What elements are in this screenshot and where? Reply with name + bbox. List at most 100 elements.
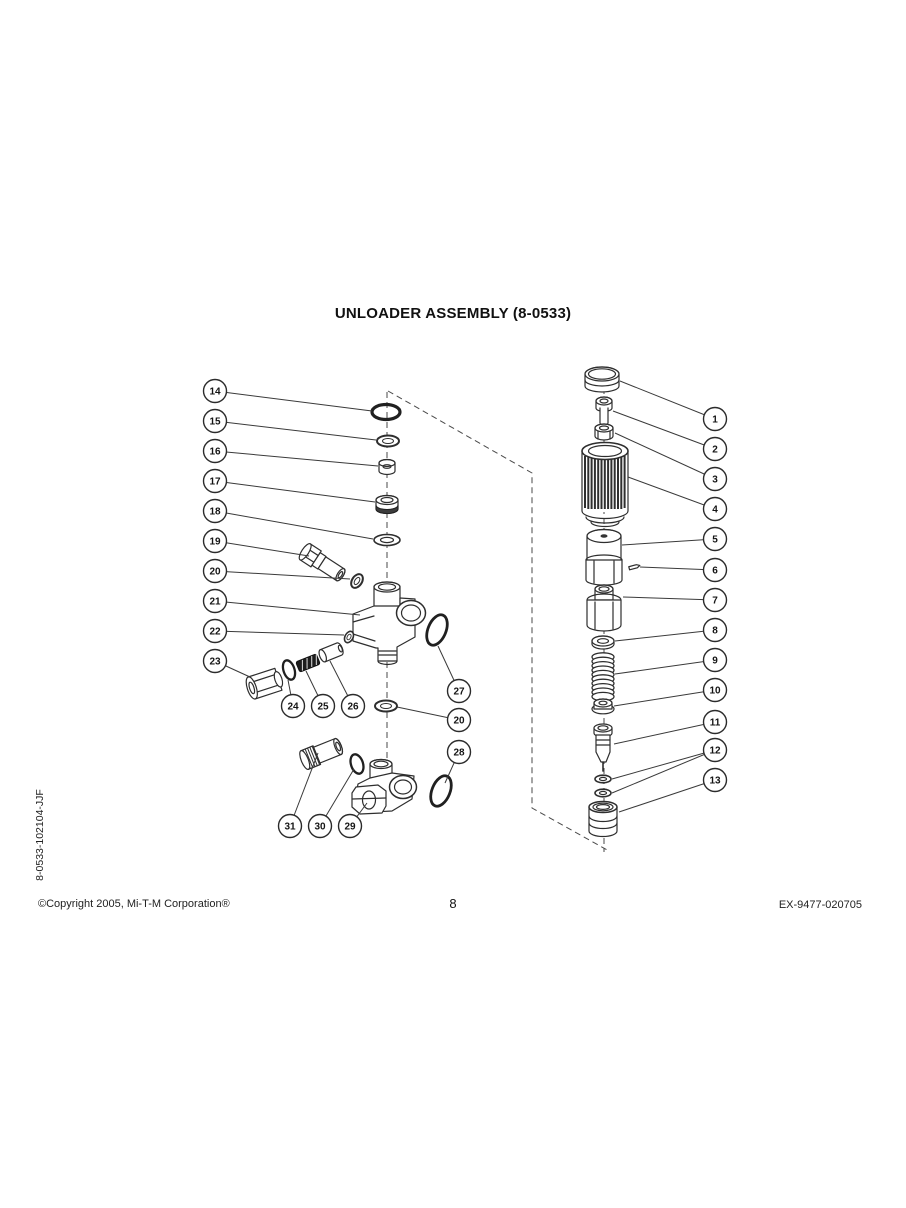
callout-circle-23 — [202, 648, 228, 674]
part-27-oring-large — [425, 613, 449, 647]
part-21-manifold — [352, 581, 427, 666]
callout-number-6: 6 — [712, 566, 718, 577]
part-31-fitting — [299, 737, 344, 770]
part-4-knurled-knob — [581, 441, 629, 528]
callout-number-30: 30 — [314, 822, 326, 833]
leader-line-16 — [214, 450, 379, 467]
part-3-nut — [594, 423, 614, 441]
callout-number-26: 26 — [347, 702, 359, 713]
part-22-washer — [343, 630, 355, 644]
callout-number-19: 19 — [209, 537, 221, 548]
part-26-fitting — [318, 642, 344, 663]
callout-circle-26 — [340, 693, 366, 719]
callout-circle-19 — [202, 528, 228, 554]
callout-circle-31 — [277, 813, 303, 839]
leader-line-9 — [614, 659, 716, 675]
part-7-piston — [586, 584, 622, 632]
part-23-plug — [245, 667, 284, 700]
leader-line-7 — [622, 596, 716, 601]
part-20-oring-lower — [374, 699, 398, 713]
callout-circle-28 — [446, 739, 472, 765]
callout-circle-17 — [202, 468, 228, 494]
callout-circle-6 — [702, 557, 728, 583]
part-14-oring — [370, 402, 402, 422]
leader-line-19 — [214, 540, 310, 557]
callout-number-23: 23 — [209, 657, 221, 668]
leader-line-31 — [289, 752, 319, 827]
part-13-seat-cylinder — [588, 800, 618, 838]
callout-circle-11 — [702, 709, 728, 735]
leader-line-2 — [612, 410, 716, 450]
leader-line-10 — [613, 689, 716, 707]
callout-number-7: 7 — [712, 596, 718, 607]
callout-number-12: 12 — [709, 746, 721, 757]
callout-number-15: 15 — [209, 417, 221, 428]
callout-number-21: 21 — [209, 597, 221, 608]
part-6-hex-and-pin — [585, 554, 641, 586]
part-20-oring-upper — [350, 573, 364, 589]
callout-circle-7 — [702, 587, 728, 613]
part-24-oring — [281, 659, 297, 681]
callout-number-10: 10 — [709, 686, 721, 697]
part-2-screw — [595, 396, 613, 426]
part-11-valve-stem — [593, 723, 613, 772]
callout-circle-1 — [702, 406, 728, 432]
callout-number-5: 5 — [712, 535, 718, 546]
part-29-elbow — [351, 758, 418, 815]
part-8-washer — [591, 635, 615, 650]
callout-circle-12 — [702, 737, 728, 763]
callout-number-31: 31 — [284, 822, 296, 833]
callout-number-9: 9 — [712, 656, 718, 667]
part-12-washers — [594, 774, 612, 798]
part-10-flanged-nut — [591, 698, 615, 715]
callout-circle-8 — [702, 617, 728, 643]
callout-circle-3 — [702, 466, 728, 492]
callout-number-18: 18 — [209, 507, 221, 518]
leader-line-6 — [639, 566, 716, 571]
callout-circle-21 — [202, 588, 228, 614]
leader-line-12 — [611, 749, 716, 780]
part-30-oring — [349, 753, 365, 775]
leader-line-13 — [618, 779, 716, 813]
leader-line-21 — [214, 600, 361, 616]
page-title: UNLOADER ASSEMBLY (8-0533) — [334, 305, 572, 322]
callout-number-2: 2 — [712, 445, 718, 456]
callout-number-14: 14 — [209, 387, 221, 398]
right-assembly — [581, 366, 641, 838]
leader-line-15 — [214, 420, 377, 441]
callout-circle-25 — [310, 693, 336, 719]
leader-line-12 — [611, 749, 716, 794]
leader-line-17 — [214, 480, 376, 503]
part-17-seat — [375, 494, 399, 515]
leader-line-11 — [613, 721, 716, 745]
callout-circle-2 — [702, 436, 728, 462]
callout-number-3: 3 — [712, 475, 718, 486]
callout-circle-20 — [202, 558, 228, 584]
document-number: EX-9477-020705 — [778, 899, 862, 911]
callout-number-20: 20 — [209, 567, 221, 578]
leader-line-14 — [214, 390, 373, 412]
callout-circle-5 — [702, 526, 728, 552]
callout-circle-4 — [702, 496, 728, 522]
callout-number-1: 1 — [712, 415, 718, 426]
callout-circle-10 — [702, 677, 728, 703]
leader-line-4 — [627, 476, 716, 510]
callout-circle-16 — [202, 438, 228, 464]
callout-circle-27 — [446, 678, 472, 704]
callout-number-11: 11 — [710, 718, 721, 729]
callout-number-22: 22 — [209, 627, 221, 638]
callout-number-25: 25 — [317, 702, 329, 713]
leader-line-3 — [614, 432, 716, 480]
leader-line-18 — [214, 510, 374, 540]
callout-number-17: 17 — [209, 477, 221, 488]
leader-line-20 — [214, 570, 351, 580]
callout-number-13: 13 — [709, 776, 721, 787]
callout-number-20: 20 — [453, 716, 465, 727]
left-assembly — [245, 402, 453, 815]
callout-number-24: 24 — [287, 702, 299, 713]
leader-line-22 — [214, 630, 345, 636]
callout-circle-9 — [702, 647, 728, 673]
callout-circle-29 — [337, 813, 363, 839]
